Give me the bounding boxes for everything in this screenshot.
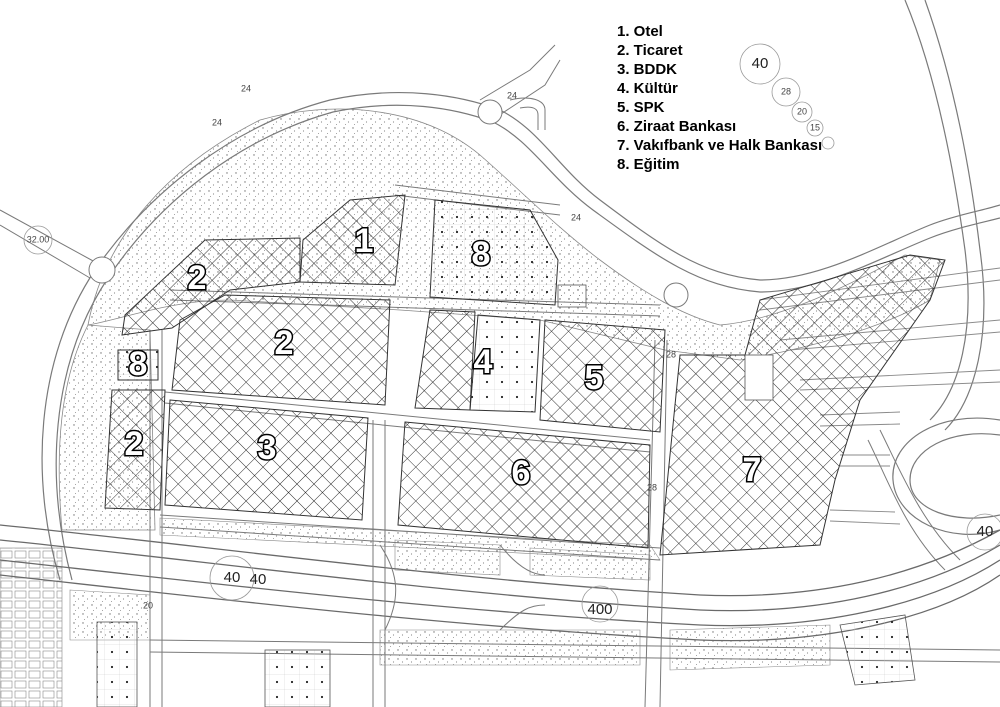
parcel-spk[interactable] — [539, 319, 666, 433]
legend-item-otel: 1. Otel — [617, 23, 663, 40]
parcel-small-building — [744, 354, 774, 401]
northeast-connector — [479, 44, 561, 119]
parcel-ziraat[interactable] — [397, 421, 651, 549]
west-roundabout — [88, 256, 116, 284]
north-roundabout — [477, 99, 503, 125]
parcel-number-vakifbank-halkbank: 7 — [743, 451, 762, 489]
northeast-spur — [509, 97, 546, 130]
road-label-20: 20 — [143, 600, 153, 610]
west-road — [0, 209, 96, 279]
parcel-number-kultur: 4 — [474, 343, 493, 381]
east-interchange-loop-inner — [909, 433, 1000, 519]
main-highway-2 — [0, 539, 1000, 612]
green-strip-middle — [529, 547, 651, 581]
main-highway — [0, 524, 1000, 597]
parcel-bddk[interactable] — [164, 399, 369, 521]
parcel-south-points-1 — [96, 621, 138, 707]
legend-item-bddk: 3. BDDK — [617, 61, 678, 78]
parcel-number-egitim-north: 8 — [472, 235, 491, 273]
highway-island-west — [379, 544, 397, 631]
legend-item-vakifbank-halkbank: 7. Vakıfbank ve Halk Bankası — [617, 137, 823, 154]
road-label-15: 15 — [810, 122, 820, 132]
legend-item-ticaret: 2. Ticaret — [617, 42, 683, 59]
parcel-kultur[interactable] — [469, 314, 541, 413]
road-markers — [23, 43, 1000, 623]
parcel-number-egitim-west: 8 — [129, 345, 148, 383]
parcel-number-ticaret-central: 2 — [275, 324, 294, 362]
parcel-ticaret-west[interactable] — [104, 389, 166, 511]
road-label-40-c: 40 — [752, 55, 769, 72]
east-roundabout — [663, 282, 689, 308]
road-label-40-d: 40 — [977, 523, 994, 540]
parcel-kultur-west[interactable] — [414, 309, 476, 411]
east-interchange-loop — [892, 417, 1000, 535]
legend-item-ziraat: 6. Ziraat Bankası — [617, 118, 737, 135]
main-highway-3 — [0, 559, 1000, 627]
parcel-egitim-west[interactable] — [117, 349, 159, 381]
parcel-small-green — [557, 284, 587, 308]
parcel-ticaret-central[interactable] — [171, 294, 391, 406]
road-label-24-d: 24 — [571, 212, 581, 222]
legend-item-kultur: 4. Kültür — [617, 80, 678, 97]
northeast-highway — [904, 0, 985, 431]
road-label-28-c: 28 — [781, 86, 791, 96]
road-label-28-b: 28 — [647, 482, 657, 492]
parcel-number-otel: 1 — [355, 222, 374, 260]
parcel-ticaret-north[interactable] — [121, 237, 301, 336]
parcel-number-ticaret-north: 2 — [188, 259, 207, 297]
green-strip-lower — [379, 629, 641, 666]
road-label-40-b: 40 — [250, 571, 267, 588]
east-interchange-ramp — [867, 429, 961, 571]
residential-blocks — [0, 547, 63, 707]
parcel-number-spk: 5 — [585, 359, 604, 397]
road-label-32: 32.00 — [27, 234, 50, 244]
parcel-south-points-2 — [264, 649, 331, 707]
parcel-egitim-north[interactable] — [429, 199, 559, 306]
road-label-20-b: 20 — [797, 106, 807, 116]
legend: 1. Otel 2. Ticaret 3. BDDK 4. Kültür 5. … — [617, 22, 822, 174]
parcel-number-bddk: 3 — [258, 429, 277, 467]
road-label-400: 400 — [587, 601, 612, 618]
legend-item-spk: 5. SPK — [617, 99, 665, 116]
parcel-number-ziraat: 6 — [512, 454, 531, 492]
parcel-number-ticaret-west: 2 — [125, 425, 144, 463]
road-label-28-a: 28 — [666, 349, 676, 359]
road-label-24-b: 24 — [212, 117, 222, 127]
green-strip-mid-west — [394, 539, 501, 576]
road-label-40-a: 40 — [224, 569, 241, 586]
road-label-24-c: 24 — [507, 90, 517, 100]
legend-item-egitim: 8. Eğitim — [617, 156, 680, 173]
road-label-24-a: 24 — [241, 83, 251, 93]
parcel-south-points-3 — [839, 614, 916, 686]
parcel-vakifbank-halkbank[interactable] — [659, 254, 946, 556]
highway-island-mid — [499, 544, 546, 631]
